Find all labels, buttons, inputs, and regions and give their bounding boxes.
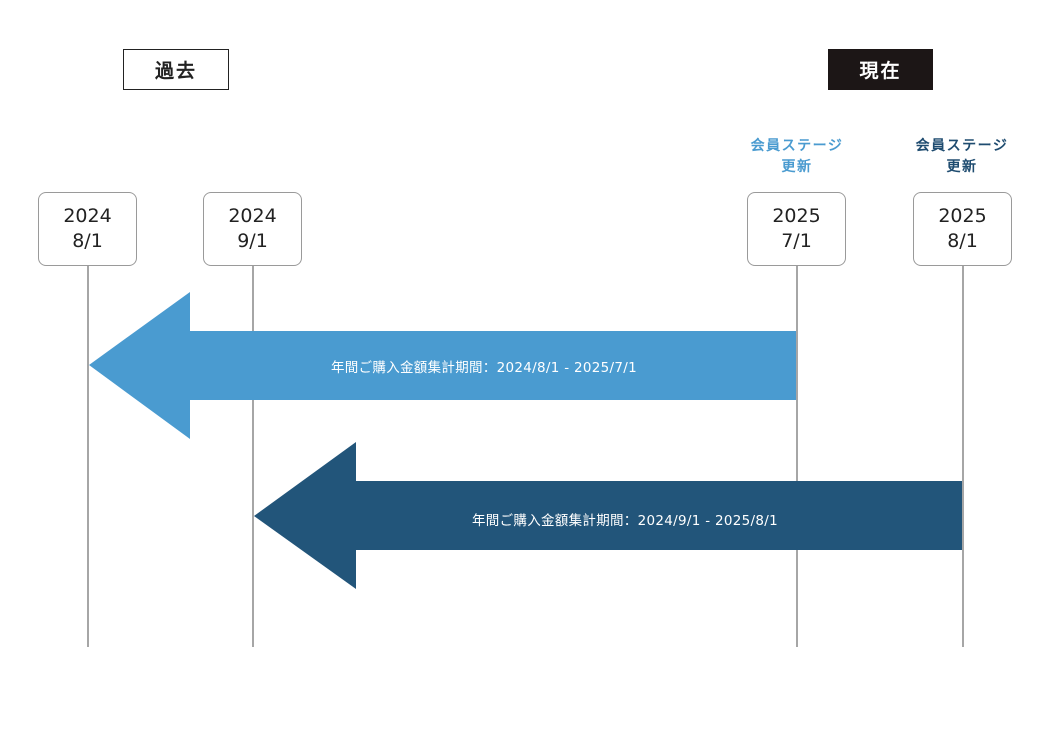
date-year: 2025: [772, 205, 821, 227]
stage-update-title: 会員ステージ: [750, 138, 844, 154]
date-day: 8/1: [72, 230, 103, 252]
stage-update-label-1: 会員ステージ 更新: [732, 136, 862, 178]
date-box-2025-8-1: 2025 8/1: [913, 192, 1012, 266]
date-day: 7/1: [781, 230, 812, 252]
timeline-line-2025-7-1: [796, 262, 798, 647]
timeline-line-2024-8-1: [87, 262, 89, 647]
date-day: 9/1: [237, 230, 268, 252]
date-year: 2024: [228, 205, 277, 227]
stage-update-label-2: 会員ステージ 更新: [897, 136, 1027, 178]
stage-update-subtitle: 更新: [946, 159, 978, 175]
stage-update-title: 会員ステージ: [915, 138, 1009, 154]
stage-update-subtitle: 更新: [781, 159, 813, 175]
date-year: 2025: [938, 205, 987, 227]
date-box-2024-9-1: 2024 9/1: [203, 192, 302, 266]
period-label-1: 年間ご購入金額集計期間：2024/8/1 - 2025/7/1: [331, 360, 638, 376]
past-label: 過去: [123, 49, 229, 90]
now-label: 現在: [828, 49, 933, 90]
period-arrow-2: [254, 442, 962, 589]
date-year: 2024: [63, 205, 112, 227]
period-label-2: 年間ご購入金額集計期間：2024/9/1 - 2025/8/1: [472, 513, 779, 529]
date-box-2025-7-1: 2025 7/1: [747, 192, 846, 266]
date-day: 8/1: [947, 230, 978, 252]
timeline-line-2024-9-1: [252, 262, 254, 647]
date-box-2024-8-1: 2024 8/1: [38, 192, 137, 266]
period-arrow-1: [89, 292, 796, 439]
timeline-line-2025-8-1: [962, 262, 964, 647]
